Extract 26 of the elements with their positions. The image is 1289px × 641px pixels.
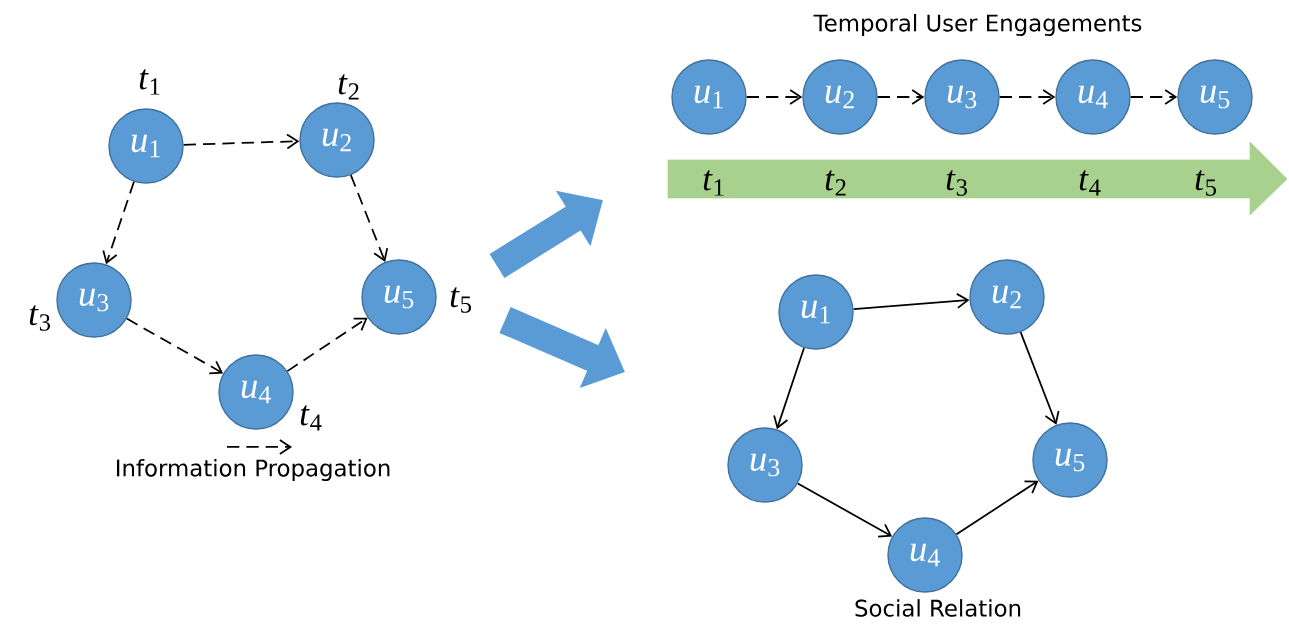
time-label: t$_{2}$: [825, 170, 846, 196]
time-label: t$_{4}$: [1079, 170, 1101, 196]
arrow: [852, 293, 970, 310]
time-label: t$_{5}$: [450, 287, 471, 313]
arrow: [876, 89, 925, 105]
arrow: [1019, 331, 1060, 425]
arrow: [773, 346, 805, 430]
arrow: [286, 317, 368, 372]
arrow: [125, 317, 224, 375]
arrow: [102, 180, 135, 265]
arrow: [955, 480, 1039, 536]
arrow: [745, 89, 803, 105]
time-label: t$_{3}$: [946, 170, 967, 196]
time-label: t$_{2}$: [338, 74, 359, 100]
arrow: [350, 174, 389, 262]
arrow: [797, 482, 893, 538]
time-label: t$_{4}$: [300, 405, 322, 431]
caption: Temporal User Engagements: [813, 13, 1142, 37]
legend-label: Information Propagation: [117, 458, 390, 482]
arrow: [998, 89, 1056, 105]
time-label: t$_{3}$: [29, 305, 50, 331]
arrow: [182, 133, 300, 150]
arrow: [1129, 89, 1178, 105]
time-label: t$_{1}$: [139, 69, 160, 95]
time-label: t$_{5}$: [1195, 170, 1216, 196]
time-label: t$_{1}$: [703, 170, 724, 196]
